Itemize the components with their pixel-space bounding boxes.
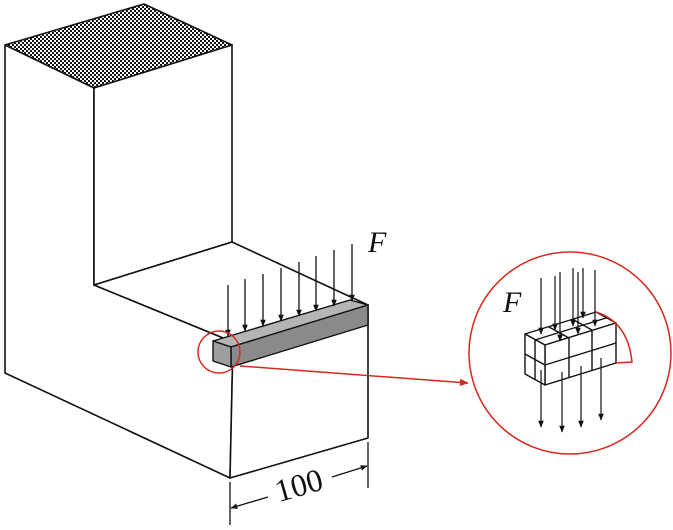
force-arrows-main bbox=[225, 244, 355, 337]
force-label-main: F bbox=[367, 226, 387, 259]
callout-arrow bbox=[239, 365, 469, 386]
detail-highlight-circle bbox=[197, 330, 241, 374]
detail-red-edge bbox=[595, 311, 633, 364]
force-arrows-detail-top bbox=[538, 268, 598, 342]
force-label-detail: F bbox=[502, 286, 522, 319]
force-arrows-detail-bottom bbox=[538, 358, 604, 433]
loaded-strip bbox=[212, 299, 369, 368]
strip-end bbox=[212, 340, 232, 368]
dimension-annotation bbox=[229, 442, 369, 525]
l-block bbox=[4, 3, 369, 479]
dimension-label: 100 bbox=[271, 461, 327, 509]
